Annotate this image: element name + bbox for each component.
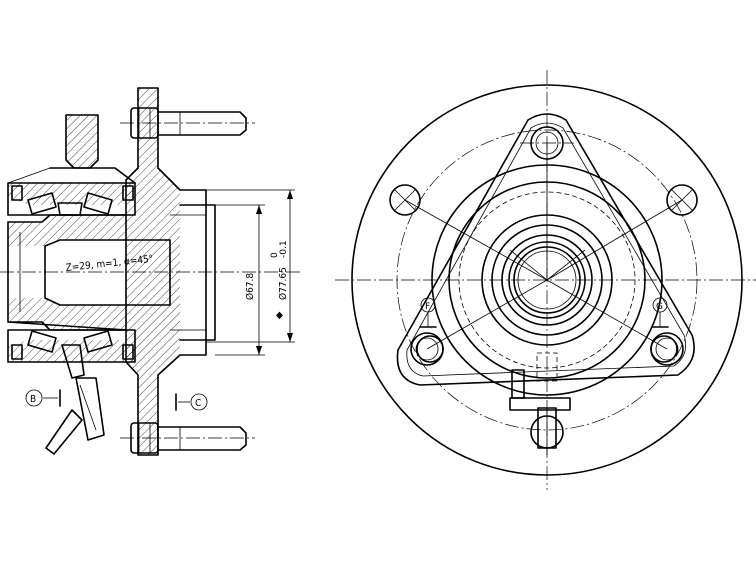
- stud-top: [120, 107, 255, 139]
- stud-hole-lower-left: [416, 335, 444, 363]
- seal-top-left: [11, 185, 23, 201]
- shaft-hatch-upper: [8, 215, 126, 246]
- flange-hatch: [126, 88, 180, 455]
- stud-bottom: [120, 422, 255, 454]
- front-view: F G: [335, 70, 756, 490]
- triangular-mount-flange: [396, 113, 695, 386]
- hub-ring-hidden: [458, 191, 636, 369]
- bearing-bottom-outline: [7, 329, 136, 363]
- bearing-bottom-hatch: [8, 340, 135, 362]
- bearing-top-hatch: [8, 183, 135, 205]
- sensor-cable: [45, 409, 83, 455]
- callout-g-label: G: [656, 302, 663, 312]
- bolt-pitch-circle: [396, 129, 698, 431]
- knuckle-arm-hatch: [66, 115, 98, 168]
- stud-hole-lower-right: [650, 335, 678, 363]
- outer-diameter-tol-lower: -0.1: [279, 240, 289, 258]
- knuckle-left: [7, 167, 51, 184]
- seal-bottom-right: [122, 344, 134, 360]
- radial-lines: [404, 143, 683, 350]
- diamond-icon: ◆: [276, 310, 283, 321]
- roller-top-1: [27, 192, 57, 215]
- roller-bottom-2: [83, 330, 113, 353]
- dimension-ring-diameter: [215, 204, 265, 356]
- outer-diameter-label: Ø77.65: [277, 267, 289, 300]
- roller-top-2: [83, 192, 113, 215]
- callout-f-label: F: [425, 302, 430, 312]
- callout-c: C: [175, 393, 208, 411]
- callout-g: G: [651, 297, 669, 328]
- outer-diameter-tol-upper: 0: [270, 252, 280, 258]
- sensor-body: [75, 377, 105, 441]
- pilot-spigot: [179, 204, 216, 341]
- bearing-top-outline: [7, 182, 136, 216]
- seal-top-right: [122, 185, 134, 201]
- roller-top-cage: [57, 202, 83, 216]
- knuckle-shoulder: [49, 167, 136, 184]
- callout-b-label: B: [30, 394, 36, 405]
- sensor-boss: [509, 352, 571, 455]
- triangular-mount-inner: [406, 122, 687, 377]
- callout-f: F: [419, 297, 437, 328]
- dimension-outer-diameter: [206, 189, 295, 343]
- roller-bottom-1: [27, 330, 57, 353]
- outer-flange-circle: [351, 84, 743, 476]
- callout-c-label: C: [195, 398, 201, 409]
- sensor-detail: [79, 384, 97, 431]
- section-view: Z=29, m=1, α=45° Ø67.8 Ø77.65 0 -0.1 ◆ B…: [0, 87, 300, 456]
- sensor-stem: [61, 344, 85, 379]
- seal-bottom-left: [11, 344, 23, 360]
- callout-b: B: [25, 389, 61, 407]
- inner-diameter-label: Ø67.8: [244, 273, 256, 300]
